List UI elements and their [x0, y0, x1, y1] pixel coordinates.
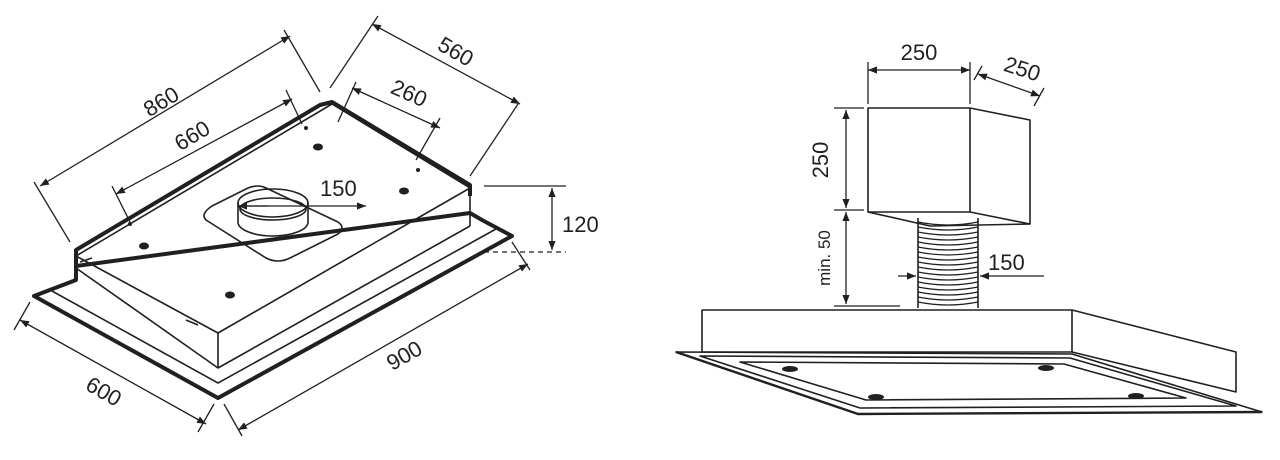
hood-panel-edge [675, 350, 1263, 416]
hood-body-top [75, 103, 471, 334]
dim-600-label: 600 [82, 371, 126, 411]
dim-900-label: 900 [382, 335, 426, 375]
dim-150-left-label: 150 [320, 176, 357, 201]
dim-box-depth-label: 250 [1001, 51, 1044, 86]
dim-600: 600 [13, 301, 215, 433]
panel-hole-3 [868, 394, 884, 400]
mount-hole-2 [399, 187, 409, 195]
mount-hole-1 [313, 143, 323, 151]
panel-hole-2 [1038, 365, 1054, 371]
dim-860-label: 860 [139, 81, 183, 121]
dim-660: 660 [111, 89, 303, 223]
hood-panel-mid [699, 355, 1237, 409]
panel-hole-4 [1128, 393, 1144, 399]
flexible-duct [917, 218, 979, 308]
duct-box-bottom [867, 211, 1031, 227]
dot-2 [416, 168, 420, 172]
dim-box-height-label: 250 [808, 142, 833, 179]
duct-box-front [867, 107, 971, 213]
panel-hole-1 [782, 366, 798, 372]
dim-560-label: 560 [434, 31, 478, 71]
hood-isometric-view: 860 660 560 260 150 [13, 15, 599, 437]
outlet-plate [203, 185, 343, 262]
dim-box-height: 250 [808, 107, 864, 211]
dim-box-width-label: 250 [901, 40, 938, 65]
dim-150-left: 150 [238, 176, 366, 210]
dim-120-label: 120 [562, 212, 599, 237]
dim-box-depth: 250 [973, 51, 1045, 107]
dim-duct-diameter: 150 [898, 250, 1044, 280]
dim-min-gap: min. 50 [815, 212, 900, 307]
hood-frame-outline [32, 211, 514, 400]
outlet-collar-side [237, 203, 309, 237]
hood-panel-inner [739, 361, 1187, 401]
dot-3 [128, 222, 132, 226]
ceiling-installation-view: 250 250 250 min. 50 150 [675, 40, 1263, 416]
dim-120: 120 [484, 185, 599, 253]
hood-body-front [701, 309, 1073, 353]
hood-notch-left [79, 257, 93, 263]
dim-min-gap-label: min. 50 [815, 230, 834, 286]
duct-box-side [969, 107, 1031, 225]
mount-hole-3 [139, 242, 149, 250]
dim-660-label: 660 [170, 115, 214, 155]
dot-1 [304, 126, 308, 130]
mount-hole-4 [225, 291, 235, 299]
dim-box-width: 250 [867, 40, 971, 104]
hood-body-side [1071, 309, 1237, 393]
dim-duct-diameter-label: 150 [988, 250, 1025, 275]
hood-body-outline [74, 100, 472, 270]
hood-frame-inner-edge [51, 228, 497, 384]
